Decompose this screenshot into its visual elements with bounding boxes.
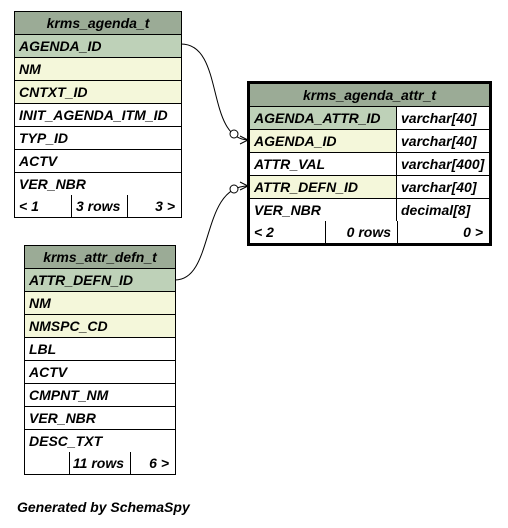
column-name: AGENDA_ID [15,35,181,57]
column-name: NM [15,58,181,80]
column-name: DESC_TXT [29,433,103,449]
column-row[interactable]: VER_NBR [15,173,181,195]
column-row[interactable]: NMSPC_CD [25,315,175,338]
column-row[interactable]: VER_NBR [25,407,175,430]
parents-count[interactable]: < 1 [19,198,39,214]
column-name: LBL [29,341,57,357]
column-name: ATTR_VAL [254,156,326,172]
table-footer: < 1 3 rows 3 > [15,195,181,217]
children-count[interactable]: 0 > [397,221,489,243]
column-name: ATTR_DEFN_ID [25,269,175,291]
column-row[interactable]: VER_NBR decimal[8] [250,199,489,221]
relationship-attr-defn-id [174,185,249,281]
column-name: CMPNT_NM [29,387,109,403]
column-row[interactable]: AGENDA_ID [15,35,181,58]
column-row[interactable]: DESC_TXT [25,430,175,452]
column-name: ACTV [19,153,58,169]
column-type: varchar[40] [396,107,489,129]
column-row[interactable]: NM [15,58,181,81]
table-title[interactable]: krms_attr_defn_t [25,246,175,269]
column-row[interactable]: CNTXT_ID [15,81,181,104]
relationship-agenda-id-marker [229,129,239,139]
column-name: NM [25,292,175,314]
column-row[interactable]: CMPNT_NM [25,384,175,407]
column-name: AGENDA_ATTR_ID [250,107,396,129]
column-row[interactable]: ACTV [15,150,181,173]
row-count: 0 rows [325,221,397,243]
column-type: varchar[400] [396,153,489,175]
column-name: INIT_AGENDA_ITM_ID [19,107,168,123]
column-row[interactable]: TYP_ID [15,127,181,150]
column-type: varchar[40] [396,130,489,152]
column-row[interactable]: ATTR_DEFN_ID [25,269,175,292]
column-type: varchar[40] [396,176,489,198]
column-name: VER_NBR [254,202,321,218]
column-name: CNTXT_ID [15,81,181,103]
column-name: ATTR_DEFN_ID [250,176,396,198]
column-name: VER_NBR [29,410,96,426]
column-row[interactable]: LBL [25,338,175,361]
column-name: ACTV [29,364,68,380]
column-name: NMSPC_CD [25,315,175,337]
row-count: 11 rows [69,452,130,474]
parents-count[interactable] [25,452,69,474]
column-row[interactable]: NM [25,292,175,315]
table-title[interactable]: krms_agenda_attr_t [250,84,489,107]
relationship-agenda-id [180,43,249,141]
column-name: VER_NBR [19,176,86,192]
generated-by-credit: Generated by SchemaSpy [17,499,190,515]
children-count[interactable]: 3 > [127,195,181,217]
column-row[interactable]: ACTV [25,361,175,384]
table-title[interactable]: krms_agenda_t [15,12,181,35]
table-footer: < 2 0 rows 0 > [250,221,489,243]
column-name: TYP_ID [19,130,69,146]
parents-count[interactable]: < 2 [254,224,274,240]
column-name: AGENDA_ID [250,130,396,152]
table-footer: 11 rows 6 > [25,452,175,474]
column-row[interactable]: INIT_AGENDA_ITM_ID [15,104,181,127]
column-type: decimal[8] [396,199,489,221]
column-row[interactable]: ATTR_VAL varchar[400] [250,153,489,176]
relationship-attr-defn-id-marker [229,184,239,194]
children-count[interactable]: 6 > [130,452,175,474]
row-count: 3 rows [71,195,127,217]
